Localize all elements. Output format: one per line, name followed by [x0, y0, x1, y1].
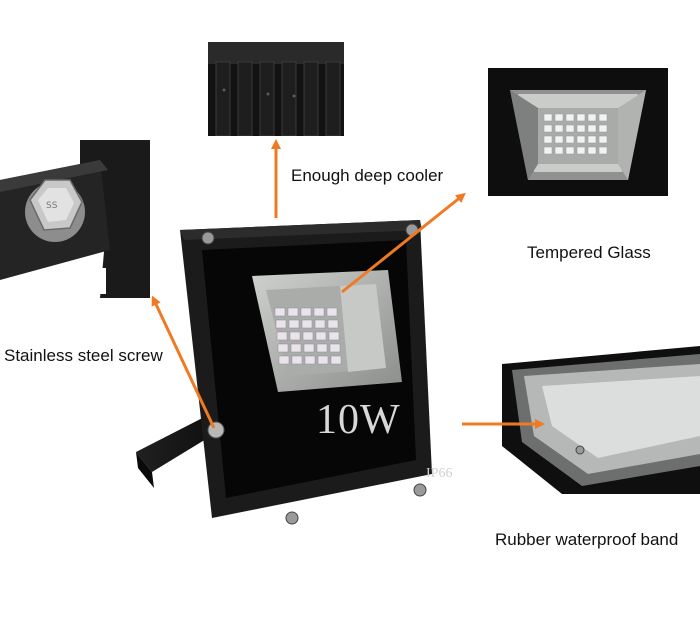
stainless-screw-label: Stainless steel screw [4, 346, 163, 365]
cooler-inset-photo [208, 42, 344, 136]
rubber-band-inset-photo [502, 346, 700, 494]
ip-rating-label: IP66 [426, 466, 453, 481]
screw-inset-photo: SS [0, 140, 150, 298]
cooler-label: Enough deep cooler [291, 166, 444, 185]
svg-text:SS: SS [46, 201, 58, 211]
tempered-glass-label: Tempered Glass [527, 243, 651, 262]
tempered-glass-inset-photo [488, 68, 668, 196]
wattage-label: 10W [316, 397, 401, 443]
rubber-band-label: Rubber waterproof band [495, 530, 679, 549]
flood-light-product: 10W IP66 [130, 216, 500, 528]
